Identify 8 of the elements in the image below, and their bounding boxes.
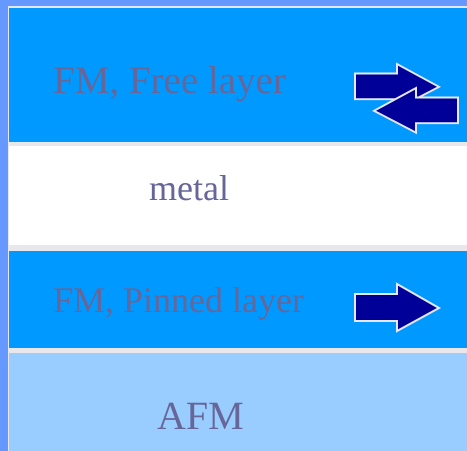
layer-band [9,146,467,245]
layer-band [9,353,467,451]
layer-label: AFM [157,396,244,436]
layer-label: metal [149,170,229,206]
layer-label: FM, Pinned layer [53,282,304,318]
layer-band [9,251,467,348]
layer-band [9,8,467,142]
layer-label: FM, Free layer [53,61,286,100]
